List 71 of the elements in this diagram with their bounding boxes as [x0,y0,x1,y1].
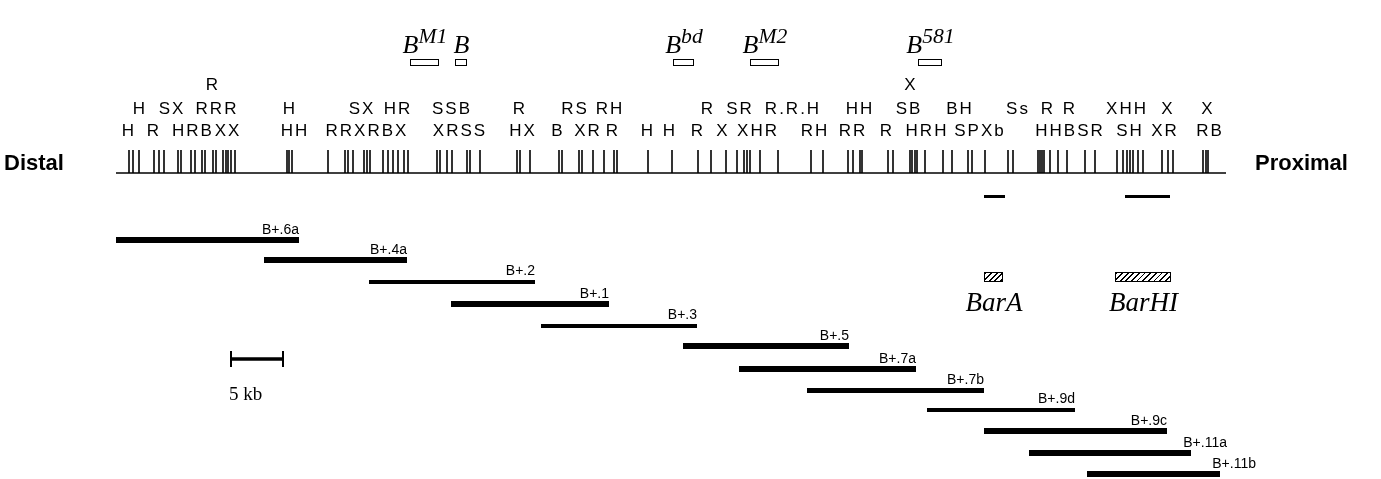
site-label: H [132,100,148,118]
scale-label: 5 kb [229,384,263,404]
site-label: XHH [1106,100,1148,118]
site-label: R [700,100,716,118]
allele-label: B$^{581}$ [906,23,955,59]
site-label: HX [509,122,537,140]
end-label: Proximal [1255,151,1348,175]
site-label: RRXRBX [325,122,409,140]
site-label: B [551,122,565,140]
site-label: HRB [172,122,214,140]
site-label: SX [158,100,186,118]
end-label: Distal [4,151,64,175]
allele-label: B [453,31,470,59]
site-label: XR [574,122,602,140]
site-label: SSB [432,100,472,118]
gene-label: BarHI [1109,288,1178,316]
site-label: R [1040,100,1056,118]
site-label: RH [595,100,625,118]
site-label: SR [726,100,754,118]
clone-label: B+.9d [1038,391,1075,406]
site-label: R [512,100,528,118]
site-label: H [121,122,137,140]
site-label: RRR [195,100,239,118]
site-label: H [640,122,656,140]
clone-label: B+.11a [1183,435,1227,450]
site-label: XR [1151,122,1179,140]
clone-label: B+.4a [370,242,407,257]
site-label: H [282,100,298,118]
site-label: H [662,122,678,140]
allele-label: B$^{M2}$ [742,23,788,59]
site-label: R [146,122,162,140]
site-label: RB [1196,122,1224,140]
site-label: HH [280,122,310,140]
site-label: R [605,122,621,140]
site-label: RS [561,100,589,118]
site-label: R.R.H [764,100,822,118]
site-label: HH [845,100,875,118]
site-label: RH [800,122,830,140]
allele-label: B$^{M1}$ [402,23,448,59]
site-label: X [1201,100,1215,118]
site-label: HHBSR [1035,122,1105,140]
site-label: SX [348,100,376,118]
site-label: HRH [905,122,949,140]
site-label: SB [895,100,923,118]
clone-label: B+.6a [262,222,299,237]
site-label: HR [383,100,413,118]
clone-label: B+.1 [579,286,609,301]
site-label: R [205,76,221,94]
clone-label: B+.3 [667,307,697,322]
clone-label: B+.7a [879,351,916,366]
clone-label: B+.5 [819,328,849,343]
site-label: SPXb [954,122,1006,140]
site-label: SH [1116,122,1144,140]
site-label: X [1161,100,1175,118]
site-label: XX [214,122,242,140]
clone-label: B+.7b [947,372,984,387]
site-label: R [879,122,895,140]
clone-label: B+.11b [1212,456,1256,471]
clone-label: B+.9c [1130,413,1167,428]
site-label: XHR [737,122,779,140]
gene-label: BarA [965,288,1023,316]
site-label: Ss [1006,100,1030,118]
site-label: X [716,122,730,140]
site-label: XRSS [432,122,488,140]
site-label: R [1062,100,1078,118]
site-label: RR [838,122,868,140]
site-label: BH [946,100,974,118]
site-label: X [904,76,918,94]
allele-label: B$^{bd}$ [665,23,703,59]
clone-label: B+.2 [505,263,535,278]
site-label: R [690,122,706,140]
